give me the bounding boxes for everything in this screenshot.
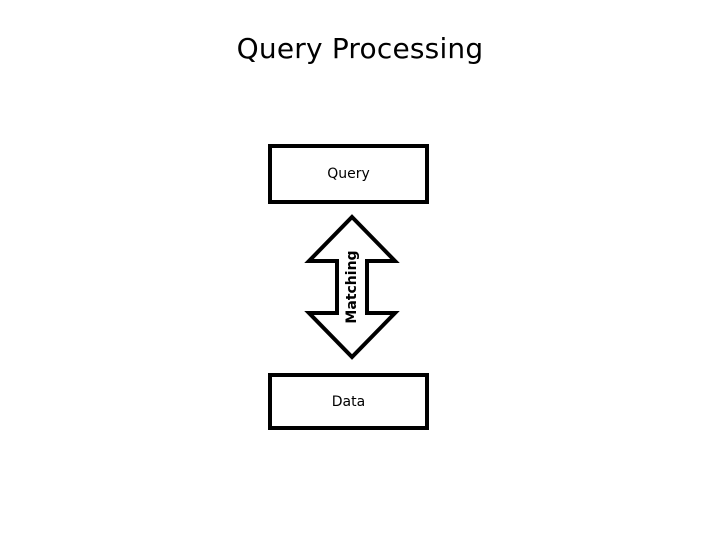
node-query[interactable]: Query xyxy=(268,144,429,204)
double-headed-arrow-matching[interactable] xyxy=(299,214,400,360)
page-title: Query Processing xyxy=(236,32,484,65)
node-data-label: Data xyxy=(331,393,366,410)
node-query-label: Query xyxy=(327,166,370,182)
connector-matching-label: Matching xyxy=(344,250,360,324)
node-data[interactable]: Data xyxy=(268,373,429,430)
double-arrow-icon xyxy=(304,214,400,360)
